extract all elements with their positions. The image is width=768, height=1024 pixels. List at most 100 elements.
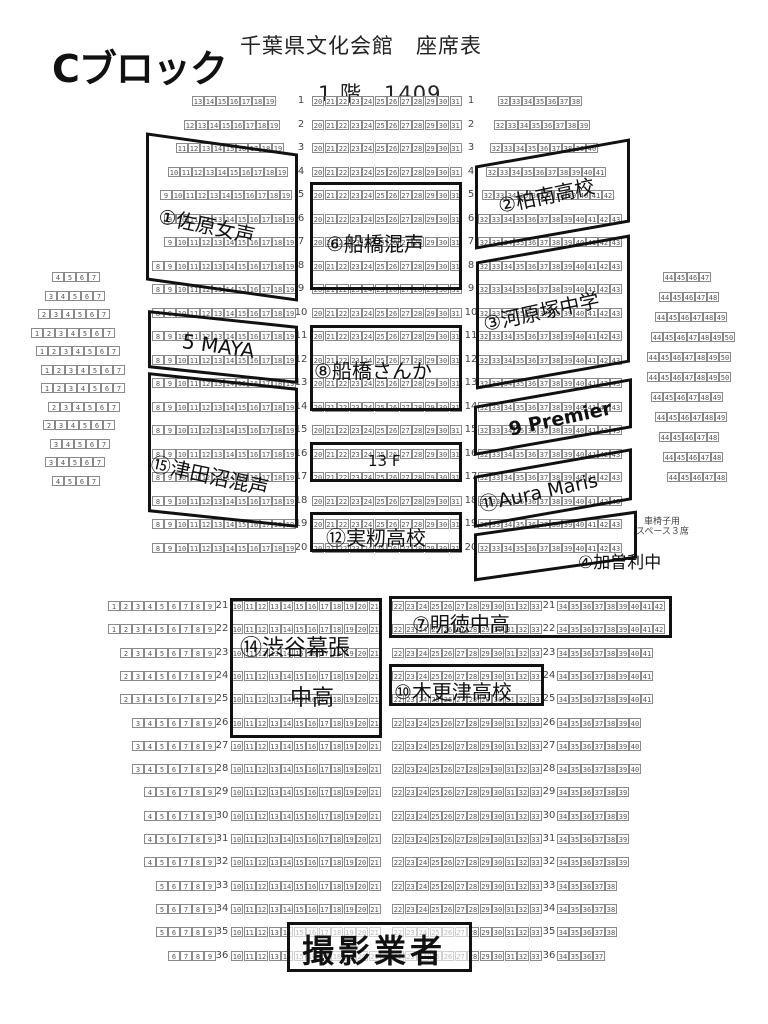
seat-lower-right-outer: 35 [569, 670, 581, 681]
seat-right: 38 [550, 213, 562, 224]
seat-lower-left-outer: 5 [156, 857, 168, 868]
seat-far-left: 7 [98, 309, 110, 319]
seat-left: 15 [236, 213, 248, 224]
seat-left: 14 [224, 495, 236, 506]
seat-right: 42 [598, 284, 610, 294]
seat-right: 36 [526, 448, 538, 459]
seat-center: 28 [412, 119, 424, 130]
seat-right: 32 [478, 472, 490, 482]
seat-center: 23 [349, 96, 362, 106]
seat-center: 26 [387, 354, 399, 365]
seat-right: 32 [478, 448, 490, 459]
seat-lower-left-center: 21 [368, 764, 381, 775]
seat-right: 43 [610, 331, 622, 341]
seat-lower-right-center: 29 [479, 601, 492, 611]
seat-lower-right-outer: 41 [641, 670, 653, 681]
seat-lower-left-center: 11 [243, 624, 256, 635]
seat-lower-right-outer: 36 [581, 950, 593, 961]
seat-left: 15 [224, 143, 236, 153]
seat-center: 24 [362, 307, 374, 318]
seat-right: 33 [506, 119, 518, 130]
row-number: 5 [467, 189, 475, 200]
seat-lower-left-center: 14 [281, 810, 293, 821]
seat-lower-right-center: 22 [392, 834, 404, 844]
seat-lower-right-outer: 40 [629, 717, 641, 728]
seat-lower-left-center: 10 [231, 950, 243, 961]
seat-center: 22 [337, 425, 349, 435]
seat-right: 32 [478, 331, 490, 341]
seat-center: 21 [324, 143, 337, 153]
row-number: 3 [297, 142, 305, 153]
seat-right: 39 [566, 190, 578, 200]
seat-lower-right-center: 32 [517, 927, 529, 938]
seat-center: 29 [424, 378, 437, 388]
seat-lower-left-outer: 6 [168, 810, 180, 821]
seat-lower-right-center: 23 [404, 764, 417, 775]
seat-lower-left-outer: 7 [180, 810, 192, 821]
seat-center: 28 [412, 354, 424, 365]
seat-left: 16 [228, 96, 240, 106]
seat-lower-right-center: 32 [517, 857, 529, 868]
seat-far-left: 4 [77, 383, 89, 393]
seat-far-right: 47 [695, 292, 707, 302]
seat-center: 30 [437, 448, 449, 459]
seat-right: 38 [550, 519, 562, 529]
seat-left: 11 [188, 331, 200, 341]
seat-far-right: 46 [675, 392, 687, 402]
seat-lower-right-center: 31 [504, 764, 517, 775]
seat-right: 34 [502, 354, 514, 365]
seat-left: 10 [176, 331, 188, 341]
seat-center: 30 [437, 143, 449, 153]
seat-lower-right-outer: 37 [593, 857, 605, 868]
seat-lower-right-center: 25 [429, 903, 442, 914]
seat-lower-right-center: 24 [417, 787, 429, 798]
seat-right: 39 [562, 542, 574, 553]
seat-lower-right-outer: 35 [569, 764, 581, 775]
seat-right: 35 [522, 166, 534, 177]
seat-left: 16 [240, 166, 252, 177]
seat-right: 39 [562, 495, 574, 506]
seat-left: 12 [200, 213, 212, 224]
seat-right: 42 [598, 472, 610, 482]
seat-lower-right-outer: 39 [617, 717, 629, 728]
row-number: 2 [297, 118, 305, 130]
seat-lower-left-center: 12 [256, 601, 268, 611]
seat-center: 28 [412, 96, 424, 106]
seat-left: 9 [164, 448, 176, 459]
seat-center: 25 [374, 425, 387, 435]
seat-lower-left-center: 15 [293, 764, 306, 775]
seat-lower-right-center: 29 [479, 927, 492, 938]
seat-far-right: 46 [691, 472, 703, 482]
seat-lower-right-center: 30 [492, 857, 504, 868]
seat-left: 17 [260, 425, 272, 435]
seat-center: 30 [437, 213, 449, 224]
seat-center: 29 [424, 96, 437, 106]
seat-lower-right-center: 32 [517, 764, 529, 775]
seat-left: 14 [224, 260, 236, 271]
seat-left: 15 [236, 331, 248, 341]
seat-lower-right-outer: 37 [593, 601, 605, 611]
seat-right: 43 [610, 472, 622, 482]
row-number: 17 [294, 471, 308, 482]
seat-lower-left-center: 15 [293, 880, 306, 891]
seat-lower-left-center: 15 [293, 834, 306, 844]
seat-lower-left-center: 10 [231, 764, 243, 775]
seat-center: 28 [412, 331, 424, 341]
seat-lower-right-outer: 36 [581, 927, 593, 938]
seat-center: 29 [424, 519, 437, 529]
seat-center: 22 [337, 448, 349, 459]
seat-lower-left-center: 18 [331, 787, 343, 798]
seat-left: 10 [176, 401, 188, 412]
seat-right: 34 [502, 425, 514, 435]
seat-lower-right-center: 26 [442, 601, 454, 611]
seat-right: 40 [574, 472, 586, 482]
seat-far-right: 49 [715, 312, 727, 322]
seat-lower-right-outer: 34 [557, 927, 569, 938]
seat-left: 13 [212, 448, 224, 459]
seat-center: 21 [324, 448, 337, 459]
seat-right: 39 [562, 307, 574, 318]
seat-lower-right-outer: 36 [581, 903, 593, 914]
seat-lower-right-center: 26 [442, 764, 454, 775]
seat-right: 33 [490, 448, 502, 459]
